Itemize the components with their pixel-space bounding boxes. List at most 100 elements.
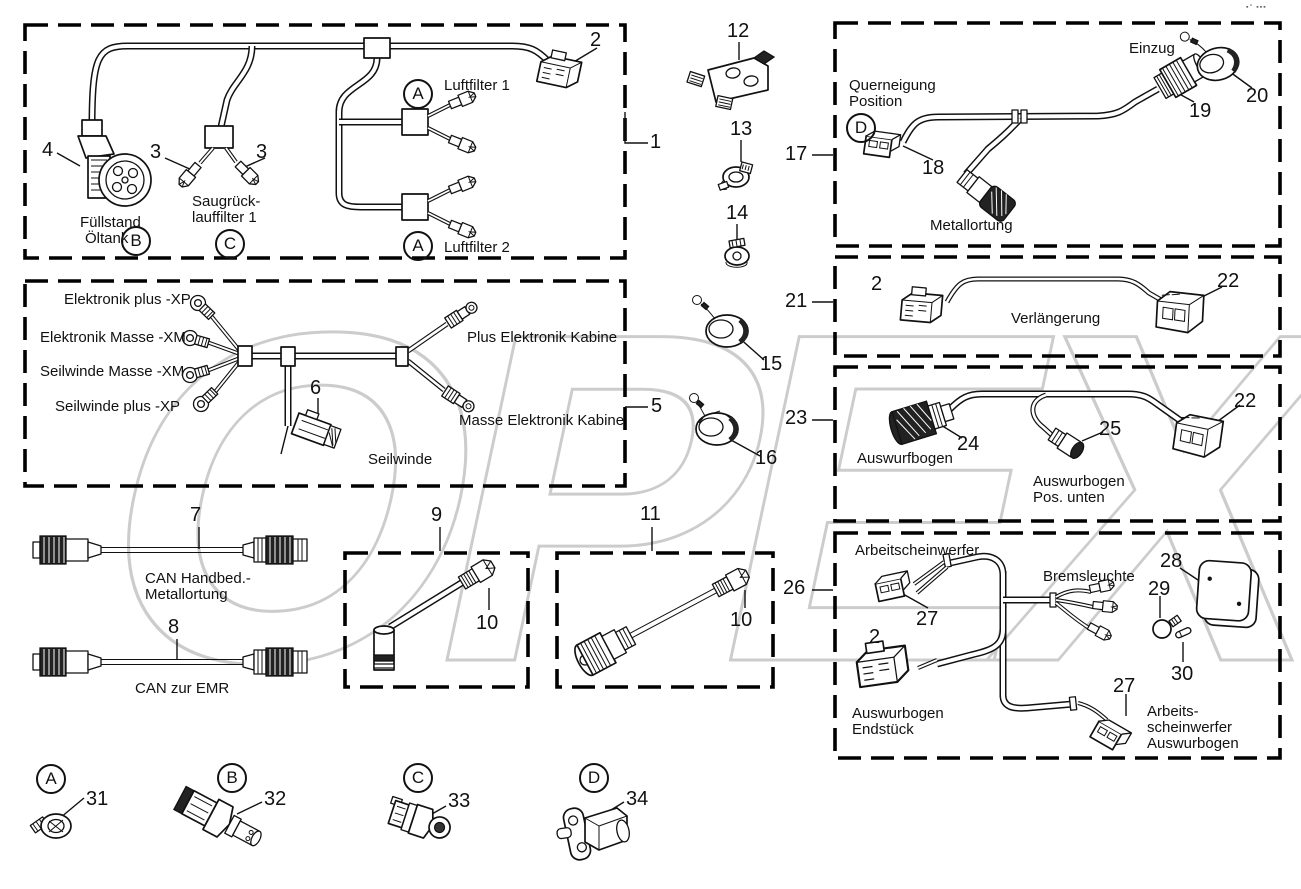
callout-3-right: 3 (256, 141, 268, 163)
label-einzug: Einzug (1129, 40, 1175, 57)
callout-21: 21 (785, 290, 808, 312)
callout-10-box9: 10 (476, 612, 499, 634)
callout-16: 16 (755, 447, 778, 469)
ref-circle-b-fuellstand: B (121, 226, 151, 256)
label-auswurbogen-end-line2: Endstück (852, 721, 914, 738)
ref-circle-a-luftfilter1: A (403, 79, 433, 109)
box26-outline (833, 531, 1282, 760)
ref-circle-c-saugrueck: C (215, 229, 245, 259)
callout-33: 33 (448, 790, 471, 812)
label-auswurbogen-pos-line2: Pos. unten (1033, 489, 1105, 506)
part16-cap-art (689, 393, 739, 446)
legend-circle-c: C (403, 763, 433, 793)
legend-circle-a: A (36, 764, 66, 794)
callout-3-left: 3 (150, 141, 162, 163)
harness-box1-art (77, 37, 584, 241)
callout-2-box1: 2 (590, 29, 602, 51)
callout-32: 32 (264, 788, 287, 810)
label-seilwinde: Seilwinde (368, 451, 433, 468)
part34-art (556, 807, 630, 861)
box11-outline (555, 551, 775, 689)
label-fuellstand-line2: Öltank (85, 230, 129, 247)
sensor-box9-art (373, 556, 499, 671)
label-auswurbogen-end-line1: Auswurbogen (852, 705, 944, 722)
legend-circle-b: B (217, 763, 247, 793)
box9-outline (343, 551, 530, 689)
ref-circle-a-luftfilter2: A (403, 231, 433, 261)
label-elektronik-plus: Elektronik plus -XP (64, 291, 191, 308)
label-seilwinde-masse: Seilwinde Masse -XM (40, 363, 185, 380)
label-saugrueck-line2: lauffilter 1 (192, 209, 257, 226)
label-querneigung-line2: Position (849, 93, 903, 110)
part33-art (387, 795, 451, 839)
label-elektronik-masse: Elektronik Masse -XM (40, 329, 186, 346)
label-can-handbed-line2: Metallortung (145, 586, 228, 603)
legend-circle-d: D (579, 763, 609, 793)
label-can-handbed-line1: CAN Handbed.- (145, 570, 251, 587)
label-plus-kabine: Plus Elektronik Kabine (467, 329, 618, 346)
adapter-box11-art (574, 565, 753, 677)
box1-outline (23, 23, 627, 260)
callout-6: 6 (310, 377, 322, 399)
callout-1: 1 (650, 131, 662, 153)
callout-5: 5 (651, 395, 663, 417)
part14-art (724, 237, 750, 268)
callout-2-box26: 2 (869, 626, 881, 648)
harness-box23-art (888, 394, 1225, 460)
corner-mark: ▪° ▪▪▪ (1246, 4, 1267, 11)
callout-13: 13 (730, 118, 753, 140)
callout-17: 17 (785, 143, 808, 165)
label-verlaengerung: Verlängerung (1011, 310, 1101, 327)
callout-14: 14 (726, 202, 749, 224)
callout-25: 25 (1099, 418, 1122, 440)
callout-15: 15 (760, 353, 783, 375)
label-arbeitsscheinwerfer-aus-line1: Arbeits- (1147, 703, 1199, 720)
callout-27-top: 27 (916, 608, 939, 630)
ref-circle-d-querneigung: D (846, 113, 876, 143)
label-arbeitscheinwerfer: Arbeitscheinwerfer (855, 542, 980, 559)
callout-27-bottom: 27 (1113, 675, 1136, 697)
callout-22-box21: 22 (1217, 270, 1240, 292)
callout-2-box21: 2 (871, 273, 883, 295)
callout-9: 9 (431, 504, 443, 526)
label-masse-kabine: Masse Elektronik Kabine (459, 412, 625, 429)
callout-23: 23 (785, 407, 808, 429)
callout-4: 4 (42, 139, 54, 161)
callout-7: 7 (190, 504, 202, 526)
label-metallortung: Metallortung (930, 217, 1013, 234)
label-luftfilter-2: Luftfilter 2 (444, 239, 510, 256)
label-luftfilter-1: Luftfilter 1 (444, 77, 510, 94)
callout-10-box11: 10 (730, 609, 753, 631)
harness-box5-art (180, 291, 481, 455)
box5-outline (23, 279, 627, 488)
part13-art (717, 161, 754, 191)
callout-29: 29 (1148, 578, 1171, 600)
harness-box17-art (862, 31, 1243, 222)
box21-outline (833, 255, 1282, 358)
callout-19: 19 (1189, 100, 1212, 122)
callout-34: 34 (626, 788, 649, 810)
callout-31: 31 (86, 788, 109, 810)
box17-outline (833, 21, 1282, 248)
callout-11: 11 (640, 503, 661, 525)
label-can-emr: CAN zur EMR (135, 680, 230, 697)
label-fuellstand-line1: Füllstand (80, 214, 141, 231)
harness-box26-art (853, 554, 1260, 755)
callout-12: 12 (727, 20, 750, 42)
callout-30: 30 (1171, 663, 1194, 685)
label-auswurfbogen: Auswurfbogen (857, 450, 953, 467)
part12-art (686, 50, 776, 111)
part31-art (29, 813, 72, 839)
callout-26: 26 (783, 577, 806, 599)
callout-24: 24 (957, 433, 980, 455)
callout-8: 8 (168, 616, 180, 638)
part32-art (173, 785, 262, 847)
label-bremsleuchte: Bremsleuchte (1043, 568, 1135, 585)
label-auswurbogen-pos-line1: Auswurbogen (1033, 473, 1125, 490)
callout-18: 18 (922, 157, 945, 179)
part15-cap-art (692, 295, 749, 348)
callout-22-box23: 22 (1234, 390, 1257, 412)
label-querneigung-line1: Querneigung (849, 77, 936, 94)
